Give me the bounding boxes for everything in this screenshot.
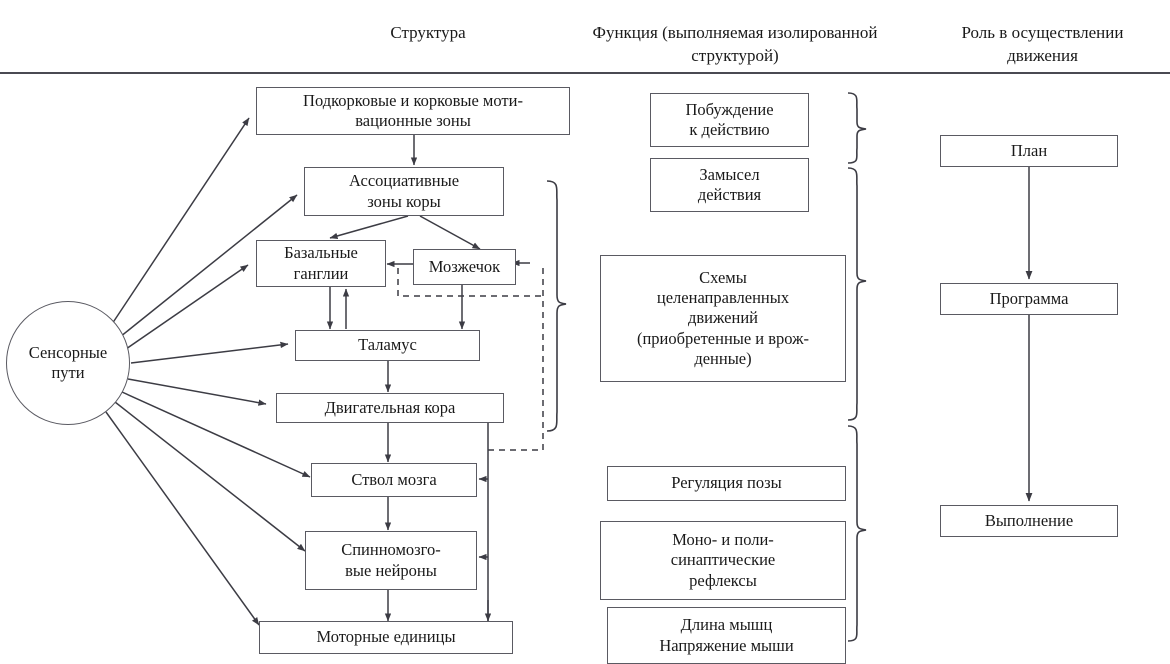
node-thalamus[interactable]: Таламус <box>295 330 480 361</box>
arrow-sensory-to-brainstem <box>121 391 311 478</box>
arrow-associative-to-cerebellum <box>419 215 481 250</box>
node-urge-to-act[interactable]: Побуждение к действию <box>650 93 809 147</box>
node-motor-units[interactable]: Моторные единицы <box>259 621 513 654</box>
node-brainstem[interactable]: Ствол мозга <box>311 463 477 497</box>
node-basal-ganglia[interactable]: Базальные ганглии <box>256 240 386 287</box>
node-muscle-length-tension[interactable]: Длина мышц Напряжение мыши <box>607 607 846 664</box>
dashed-feedback-cerebellum-loop <box>397 268 543 297</box>
node-sensory-pathways[interactable]: Сенсорные пути <box>6 301 130 425</box>
node-program[interactable]: Программа <box>940 283 1118 315</box>
column-header-structure: Структура <box>390 23 466 42</box>
node-associative-cortex[interactable]: Ассоциативные зоны коры <box>304 167 504 216</box>
node-execution[interactable]: Выполнение <box>940 505 1118 537</box>
node-motor-cortex[interactable]: Двигательная кора <box>276 393 504 423</box>
node-spinal-neurons[interactable]: Спинномозго- вые нейроны <box>305 531 477 590</box>
node-intent-of-action[interactable]: Замысел действия <box>650 158 809 212</box>
arrow-sensory-to-thalamus <box>130 341 289 364</box>
arrow-associative-to-basal <box>329 215 409 240</box>
arrow-sensory-to-spinal <box>114 401 306 552</box>
node-plan[interactable]: План <box>940 135 1118 167</box>
node-synaptic-reflexes[interactable]: Моно- и поли- синаптические рефлексы <box>600 521 846 600</box>
column-header-role: Роль в осуществлении движения <box>961 23 1124 65</box>
column-header-function: Функция (выполняемая изолированной струк… <box>592 23 878 65</box>
brace-function-group-3 <box>847 425 867 642</box>
arrow-sensory-to-basal <box>125 264 249 350</box>
dashed-feedback-to-cerebellum <box>488 263 544 451</box>
brace-function-group-2 <box>847 167 867 421</box>
node-posture-regulation[interactable]: Регуляция позы <box>607 466 846 501</box>
arrow-sensory-to-motor-cortex <box>127 378 267 406</box>
node-motivational-zones[interactable]: Подкорковые и корковые моти- вационные з… <box>256 87 570 135</box>
node-cerebellum[interactable]: Мозжечок <box>413 249 516 285</box>
node-movement-schemes[interactable]: Схемы целенаправленных движений (приобре… <box>600 255 846 382</box>
header-divider-rule <box>0 72 1170 74</box>
brace-structure-group <box>546 180 567 432</box>
arrow-sensory-to-associative <box>119 194 298 338</box>
arrow-sensory-to-motor-units <box>105 411 260 626</box>
arrow-sensory-to-motivational <box>111 117 250 325</box>
brace-function-group-1 <box>847 92 867 164</box>
